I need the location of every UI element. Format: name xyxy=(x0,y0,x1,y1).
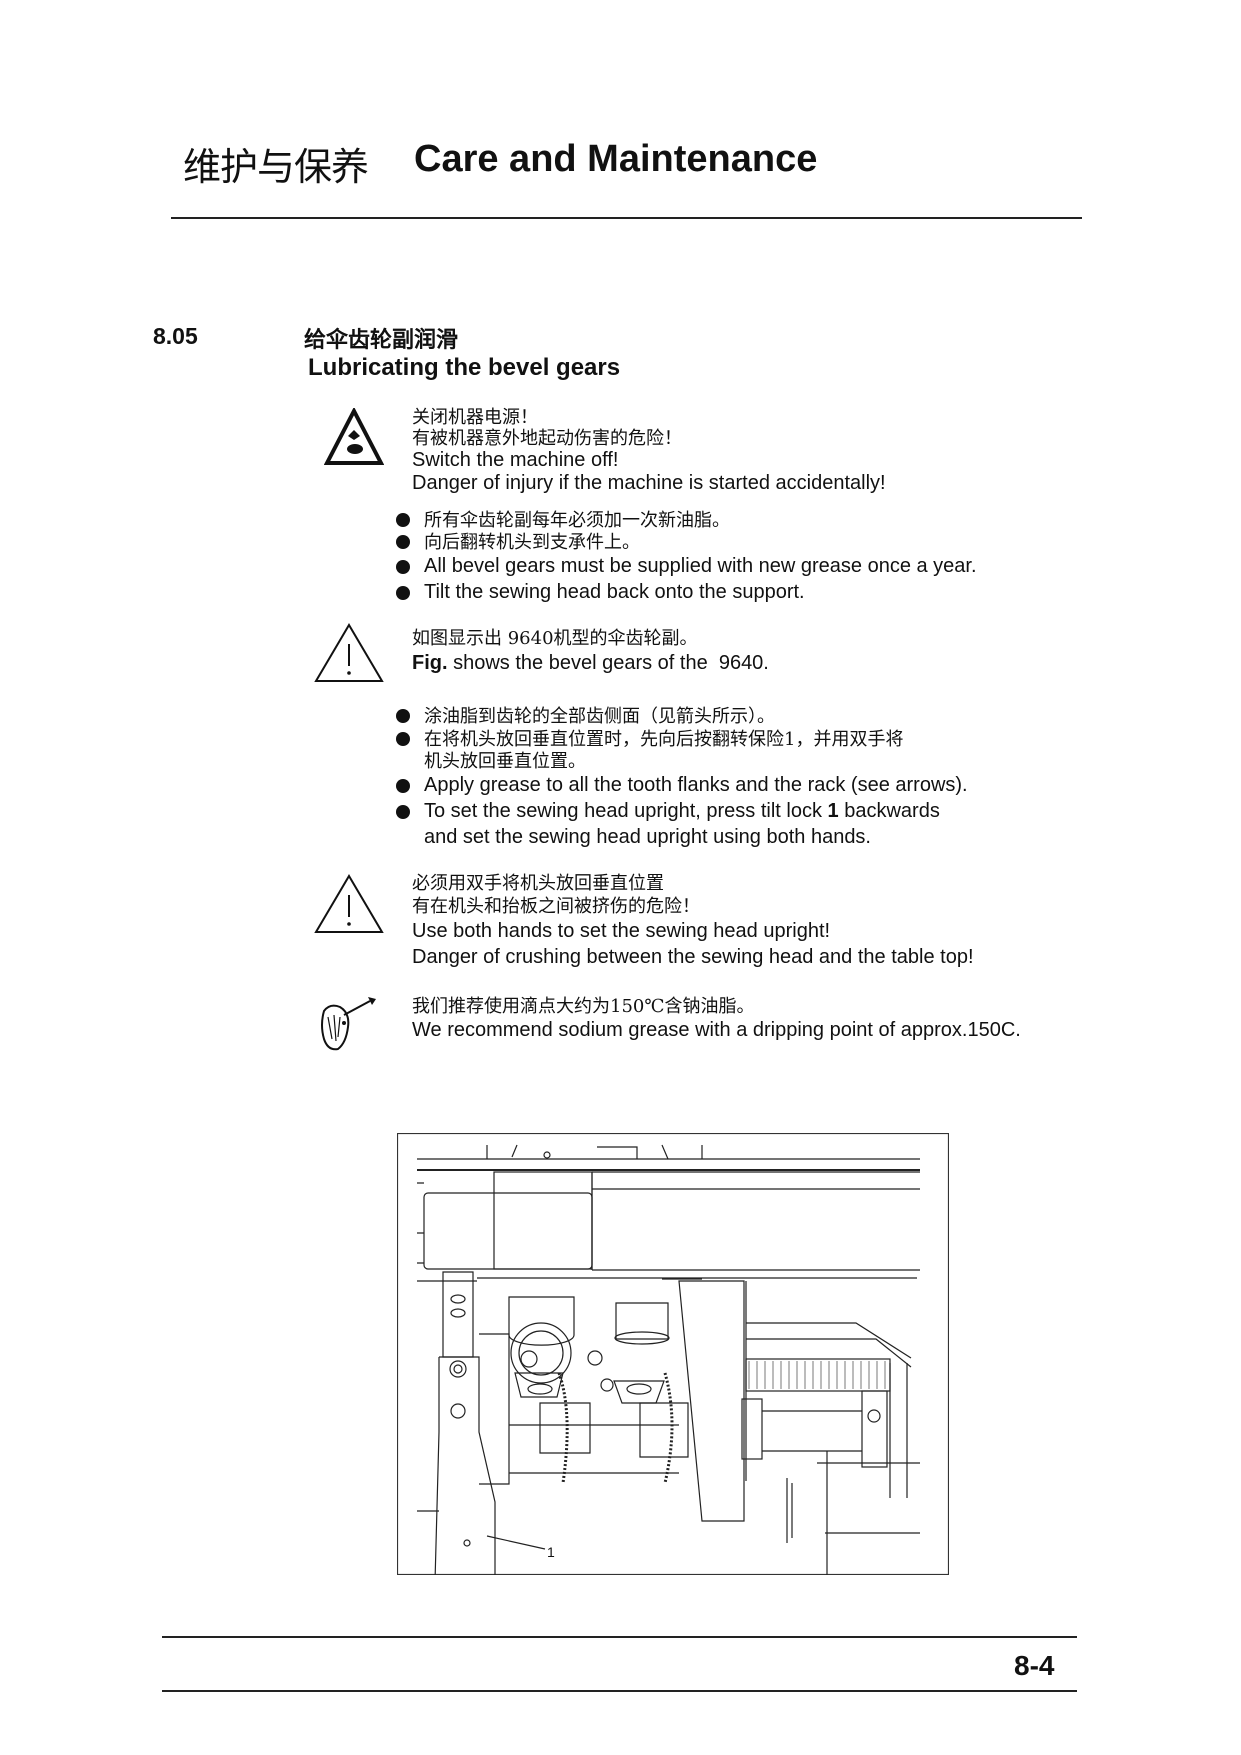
list-item-continuation: and set the sewing head upright using bo… xyxy=(424,826,871,848)
bullet-icon xyxy=(396,732,410,746)
list-item-text: To set the sewing head upright, press ti… xyxy=(424,800,828,822)
bullet-icon xyxy=(396,709,410,723)
list-item: Tilt the sewing head back onto the suppo… xyxy=(424,581,805,603)
list-item: Apply grease to all the tooth flanks and… xyxy=(424,774,968,796)
list-item: 涂油脂到齿轮的全部齿侧面（见箭头所示）。 xyxy=(424,706,775,727)
tip-text: 我们推荐使用滴点大约为150℃含钠油脂。 xyxy=(412,996,755,1017)
warning-text: Switch the machine off! xyxy=(412,449,619,471)
section-number: 8.05 xyxy=(153,323,198,349)
warning-text: 关闭机器电源！ xyxy=(412,407,538,428)
bullet-icon xyxy=(396,560,410,574)
section-title-chinese: 给伞齿轮副润滑 xyxy=(304,328,459,353)
warning-text: 有在机头和抬板之间被挤伤的危险！ xyxy=(412,896,700,917)
list-item-continuation: 机头放回垂直位置。 xyxy=(424,751,586,772)
tip-text: We recommend sodium grease with a drippi… xyxy=(412,1019,1021,1041)
page-title-chinese: 维护与保养 xyxy=(183,145,369,189)
warning-text: Use both hands to set the sewing head up… xyxy=(412,920,831,942)
section-title: Lubricating the bevel gears xyxy=(308,354,621,381)
list-item: 向后翻转机头到支承件上。 xyxy=(424,532,640,553)
machine-danger-icon xyxy=(324,408,384,465)
bullet-icon xyxy=(396,805,410,819)
bullet-icon xyxy=(396,535,410,549)
callout-ref: 1 xyxy=(827,800,839,822)
page-title: Care and Maintenance xyxy=(414,138,818,180)
bevel-gears-figure: 1 xyxy=(397,1133,949,1575)
list-item: All bevel gears must be supplied with ne… xyxy=(424,555,977,577)
list-item: To set the sewing head upright, press ti… xyxy=(424,799,940,824)
figure-callout-1: 1 xyxy=(547,1544,555,1560)
header-divider xyxy=(171,217,1082,219)
bullet-icon xyxy=(396,779,410,793)
fig-label: Fig. xyxy=(412,652,448,674)
warning-text: 有被机器意外地起动伤害的危险！ xyxy=(412,428,682,449)
warning-text: 必须用双手将机头放回垂直位置 xyxy=(412,873,664,894)
list-item-text: backwards xyxy=(838,800,940,822)
bullet-icon xyxy=(396,586,410,600)
footer-divider xyxy=(162,1636,1077,1638)
footer-divider xyxy=(162,1690,1077,1692)
warning-triangle-icon xyxy=(314,874,384,933)
grease-gun-icon xyxy=(321,997,376,1051)
note-text: Fig. shows the bevel gears of the 9640. xyxy=(412,651,769,676)
bullet-icon xyxy=(396,513,410,527)
note-text-en: shows the bevel gears of the 9640. xyxy=(447,652,769,674)
warning-text: Danger of injury if the machine is start… xyxy=(412,472,886,494)
page-number: 8-4 xyxy=(1014,1650,1055,1681)
warning-triangle-icon xyxy=(314,623,384,682)
note-text: 如图显示出 9640机型的伞齿轮副。 xyxy=(412,628,698,649)
list-item: 所有伞齿轮副每年必须加一次新油脂。 xyxy=(424,510,730,531)
warning-text: Danger of crushing between the sewing he… xyxy=(412,946,974,968)
list-item: 在将机头放回垂直位置时，先向后按翻转保险1，并用双手将 xyxy=(424,729,904,750)
